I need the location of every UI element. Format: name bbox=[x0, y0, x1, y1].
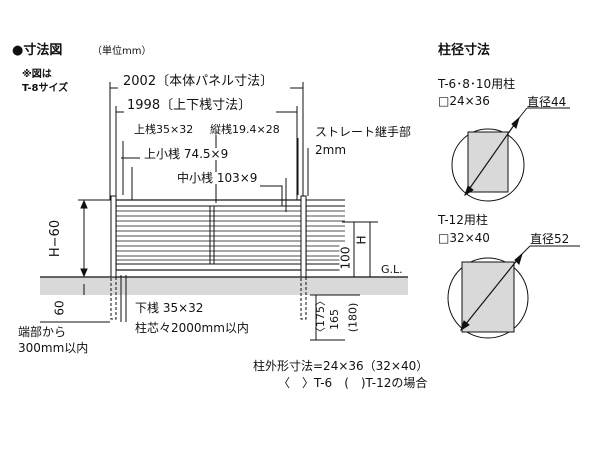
dim-100-label: 100 bbox=[338, 245, 353, 271]
dim-180-label: (180) bbox=[346, 302, 360, 333]
post-type2-size: □32×40 bbox=[438, 231, 490, 245]
fence-panel bbox=[115, 199, 307, 271]
panel-dimension-line bbox=[109, 82, 304, 200]
figure-note-line2: T-8サイズ bbox=[22, 83, 69, 94]
post-section-title: 柱径寸法 bbox=[438, 43, 491, 58]
rail-dimension-label: 1998〔上下桟寸法〕 bbox=[126, 98, 253, 113]
h-minus-60-label: H−60 bbox=[48, 218, 64, 259]
post-type1-diameter: 直径44 bbox=[527, 95, 567, 109]
post-type1-size: □24×36 bbox=[438, 94, 490, 108]
unit-note: （単位mm） bbox=[92, 46, 152, 57]
next-panel-stub bbox=[306, 199, 345, 271]
buried-posts bbox=[110, 276, 307, 320]
post-type2-name: T-12用柱 bbox=[438, 213, 488, 227]
h-label: H bbox=[354, 234, 369, 246]
page-title: ●寸法図 bbox=[12, 43, 63, 58]
straight-joint-label: ストレート継手部 bbox=[315, 125, 412, 139]
post-size-legend: 〈 〉T-6 ( )T-12の場合 bbox=[278, 376, 428, 390]
upper-small-rail-label: 上小桟 74.5×9 bbox=[143, 147, 230, 161]
post-size-note: 柱外形寸法=24×36（32×40） bbox=[253, 359, 429, 373]
post-section-type1 bbox=[451, 107, 570, 202]
figure-note-line1: ※図は bbox=[22, 69, 52, 80]
from-end-distance: 300mm以内 bbox=[18, 341, 89, 355]
ground-band bbox=[40, 277, 408, 295]
leader-lines bbox=[121, 135, 309, 212]
right-height-dimension bbox=[342, 221, 378, 277]
dim-165-label: 165 bbox=[328, 309, 341, 330]
dim-60-label: 60 bbox=[52, 300, 67, 316]
posts bbox=[110, 195, 307, 278]
post-type2-diameter: 直径52 bbox=[530, 232, 570, 246]
post-pitch-label: 柱芯々2000mm以内 bbox=[134, 321, 250, 335]
vertical-bar-label: 縦桟19.4×28 bbox=[209, 123, 281, 136]
panel-dimension-label: 2002〔本体パネル寸法〕 bbox=[122, 74, 275, 89]
post-type1-name: T-6･8･10用柱 bbox=[438, 77, 516, 91]
depth-dimension bbox=[310, 294, 360, 341]
straight-joint-gap: 2mm bbox=[315, 143, 347, 157]
from-end-label: 端部から bbox=[18, 325, 67, 339]
dim-175-label: 〈175〉 bbox=[314, 295, 327, 338]
height-dimension bbox=[78, 199, 116, 295]
top-rail-label: 上桟35×32 bbox=[133, 123, 195, 136]
bottom-dimension bbox=[40, 275, 127, 323]
ground-level-label: G.L. bbox=[381, 263, 403, 276]
bottom-rail-label: 下桟 35×32 bbox=[134, 301, 205, 315]
middle-small-rail-label: 中小桟 103×9 bbox=[176, 171, 259, 185]
post-section-type2 bbox=[447, 245, 580, 339]
